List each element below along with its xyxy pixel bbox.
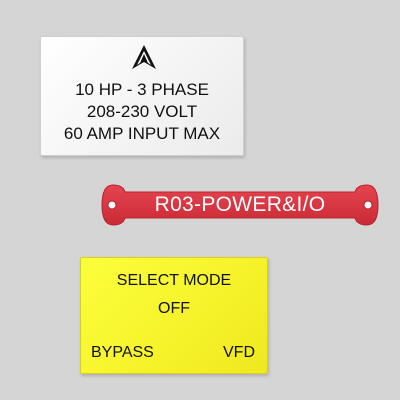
red-cable-tag: R03-POWER&I/O (101, 182, 379, 228)
mode-title: SELECT MODE (116, 272, 232, 289)
yellow-mode-plate: SELECT MODE OFF BYPASS VFD (80, 257, 268, 374)
mode-off-label: OFF (158, 300, 190, 317)
red-tag-shape (101, 184, 379, 226)
plate-line-2: 208-230 VOLT (86, 102, 198, 121)
plate-line-3: 60 AMP INPUT MAX (63, 124, 221, 143)
plate-text: 10 HP - 3 PHASE 208-230 VOLT 60 AMP INPU… (41, 79, 243, 145)
white-engraved-plate: 10 HP - 3 PHASE 208-230 VOLT 60 AMP INPU… (40, 36, 244, 156)
mode-bypass-label: BYPASS (91, 344, 154, 361)
plate-line-1: 10 HP - 3 PHASE (75, 80, 209, 99)
red-tag-label: R03-POWER&I/O (154, 193, 326, 216)
mode-vfd-label: VFD (223, 344, 255, 361)
tri-arrow-logo-icon (132, 45, 156, 69)
